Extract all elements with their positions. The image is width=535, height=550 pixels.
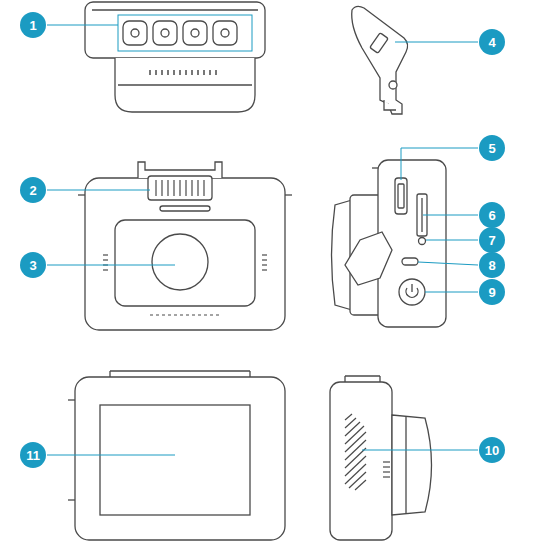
callout-number: 1 — [20, 12, 46, 38]
callout-number: 7 — [479, 227, 505, 253]
front-view — [78, 162, 292, 330]
callout-number: 2 — [20, 177, 46, 203]
speaker-side-view — [330, 376, 432, 540]
mount-view — [352, 6, 408, 114]
callout-number: 8 — [479, 252, 505, 278]
callout-number: 11 — [20, 442, 46, 468]
top-view — [85, 2, 265, 112]
callout-number: 5 — [479, 135, 505, 161]
leader-lines — [47, 25, 478, 455]
callout-number: 10 — [479, 437, 505, 463]
callout-number: 3 — [20, 252, 46, 278]
side-view — [332, 160, 447, 327]
callout-number: 9 — [479, 279, 505, 305]
callout-number: 4 — [479, 29, 505, 55]
callout-number: 6 — [479, 202, 505, 228]
